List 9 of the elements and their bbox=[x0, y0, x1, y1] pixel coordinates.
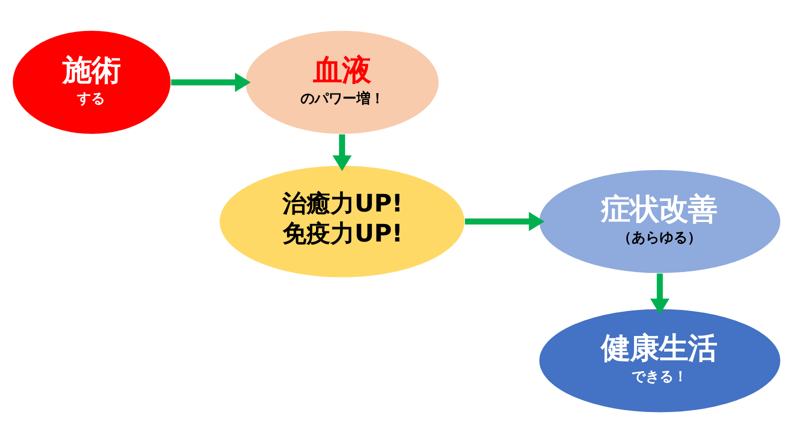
node-ellipse: 施術 する bbox=[12, 30, 172, 135]
arrow bbox=[650, 274, 670, 314]
arrow bbox=[332, 134, 352, 172]
arrow bbox=[464, 212, 545, 232]
node-ellipse: 健康生活 できる！ bbox=[538, 308, 782, 414]
arrow bbox=[171, 72, 251, 92]
node-ellipse: 治癒力UP! 免疫力UP! bbox=[218, 164, 466, 278]
node-ellipse: 症状改善 （あらゆる） bbox=[538, 169, 782, 274]
node-ellipse: 血液 のパワー増！ bbox=[244, 30, 440, 135]
